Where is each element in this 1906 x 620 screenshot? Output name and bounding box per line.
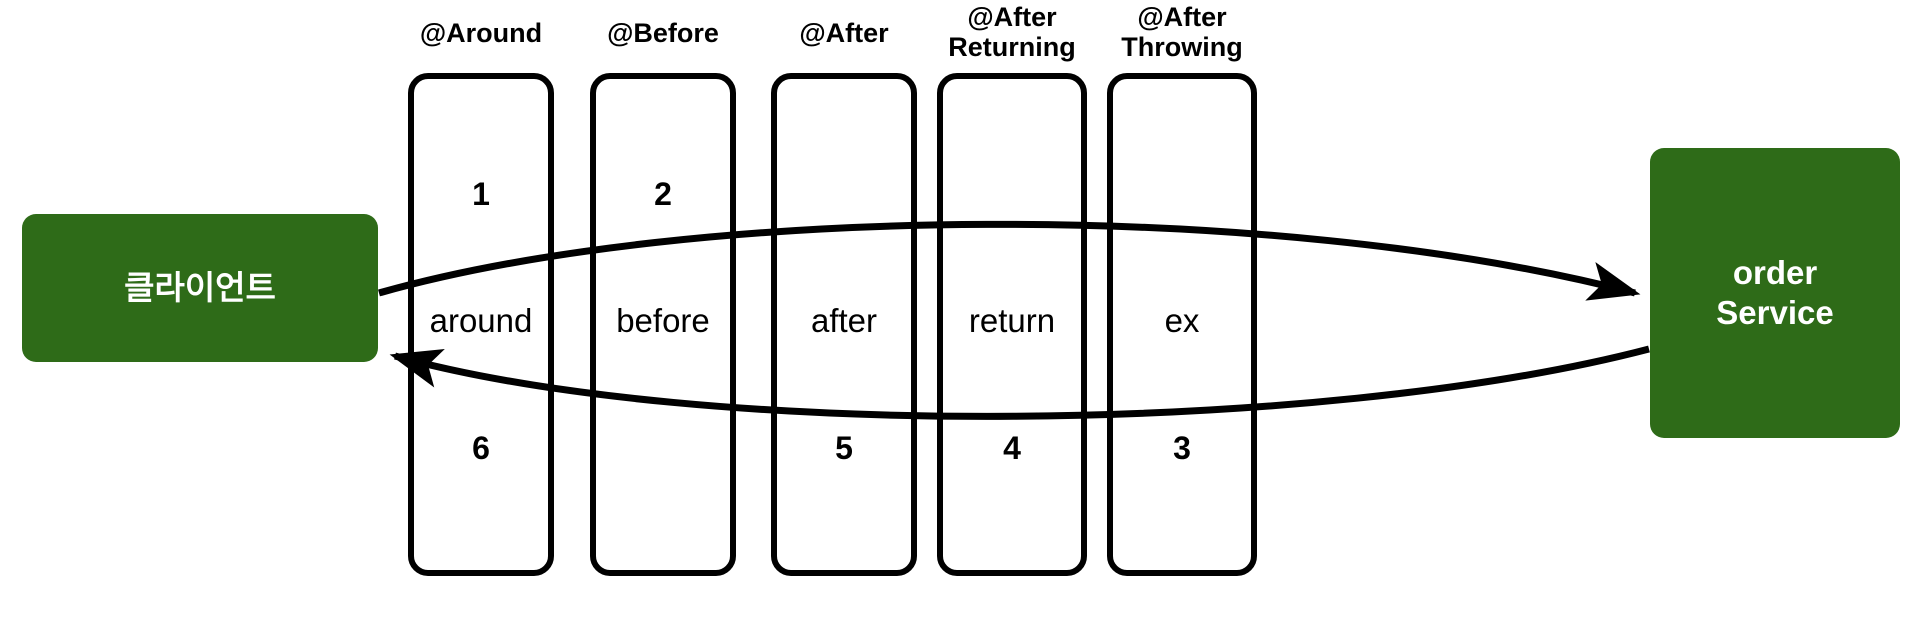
lane-bottom-number-after-throwing: 3 (1173, 430, 1191, 466)
lane-box-after (771, 73, 917, 576)
lane-bottom-number-after-returning: 4 (1003, 430, 1021, 466)
lane-top-number-around: 1 (472, 176, 490, 212)
lane-heading-around: @Around (419, 18, 543, 48)
lane-heading-before: @Before (607, 18, 719, 48)
lane-box-after-returning (937, 73, 1087, 576)
lane-heading-after: @After (799, 18, 889, 48)
node-client[interactable]: 클라이언트 (22, 214, 378, 362)
lane-heading-after-throwing: @After Throwing (1121, 2, 1243, 63)
lane-word-after-returning: return (968, 302, 1056, 339)
lane-bottom-number-after: 5 (835, 430, 853, 466)
lane-box-after-throwing (1107, 73, 1257, 576)
lane-bottom-number-around: 6 (472, 430, 490, 466)
lane-heading-after-returning: @After Returning (948, 2, 1076, 63)
lane-word-before: before (616, 302, 710, 339)
node-client-label: 클라이언트 (124, 268, 276, 306)
lane-word-around: around (429, 302, 533, 339)
lane-top-number-before: 2 (654, 176, 672, 212)
lane-box-before (590, 73, 736, 576)
node-order-service[interactable]: order Service (1650, 148, 1900, 438)
lane-word-after-throwing: ex (1164, 302, 1200, 339)
lane-box-around (408, 73, 554, 576)
lane-word-after: after (810, 302, 878, 339)
node-order-service-label: order Service (1716, 253, 1834, 331)
